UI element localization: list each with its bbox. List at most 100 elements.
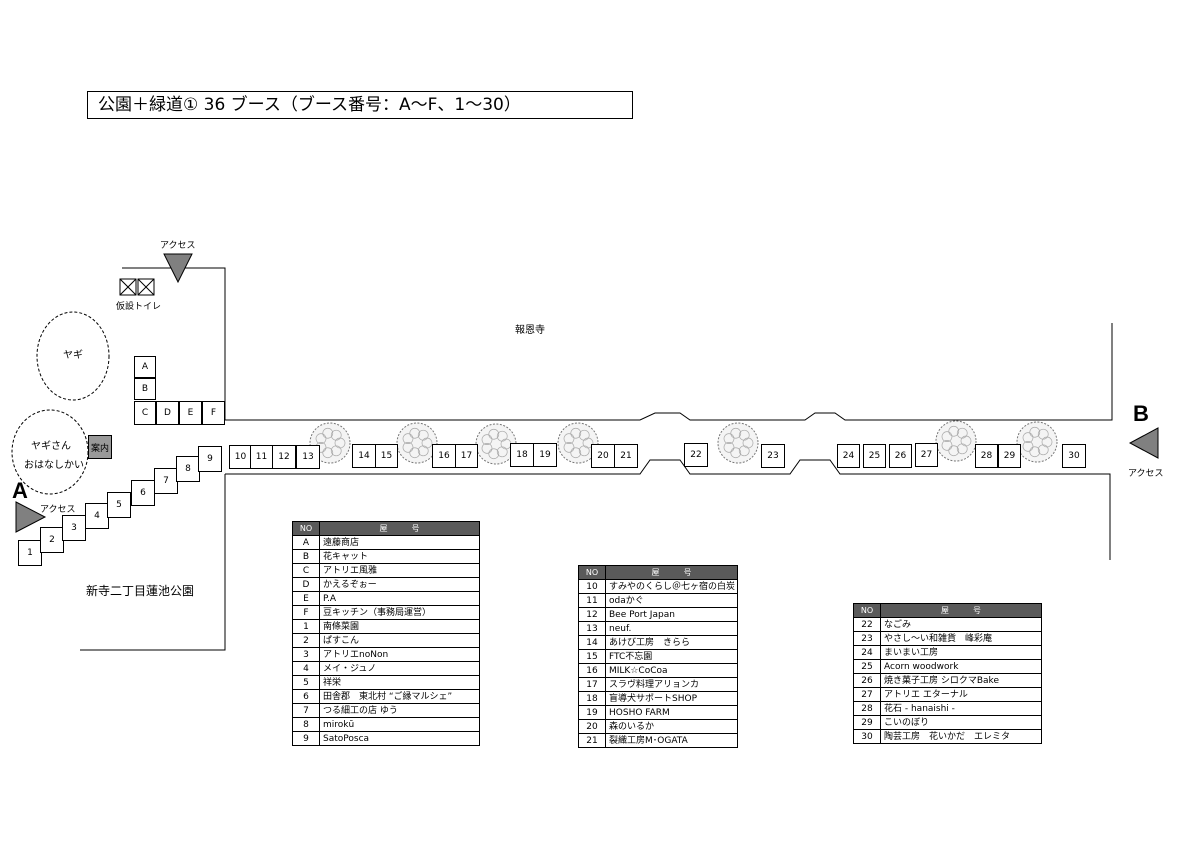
tree-icon [396,422,438,464]
access-arrow-icon-a [15,501,47,533]
booth: 11 [250,445,273,469]
goat-talk-label-2: おはなしかい [24,460,84,471]
shop-name: こいのぼり [880,715,1042,730]
toilet-icon [119,278,155,296]
booth: 25 [863,444,886,468]
booth-no: 26 [853,673,881,688]
booth: 20 [591,444,615,468]
col-no: NO [292,521,320,536]
shop-name: Acorn woodwork [880,659,1042,674]
booth-no: E [292,591,320,606]
path-top-edge [225,323,1113,421]
shop-name: 裂織工房M･OGATA [605,733,738,748]
booth-no: A [292,535,320,550]
goat-label: ヤギ [63,350,83,361]
shop-name: Bee Port Japan [605,607,738,622]
booth-no: 17 [578,677,606,692]
booth: 6 [131,480,155,506]
shop-name: MILK☆CoCoa [605,663,738,678]
shop-name: odaかぐ [605,593,738,608]
access-label-top: アクセス [160,241,196,251]
shop-name: すみやのくらし＠七ヶ宿の白炭 [605,579,738,594]
shop-name: mirokū [319,717,480,732]
booth-no: 9 [292,731,320,746]
booth: 1 [18,540,42,566]
goat-enclosure [36,311,110,401]
booth-no: 15 [578,649,606,664]
shop-name: アトリエ エターナル [880,687,1042,702]
shop-name: 花キャット [319,549,480,564]
shop-name: あけび工房 きらら [605,635,738,650]
shop-name: ぱすこん [319,633,480,648]
booth: 5 [107,492,131,518]
booth-no: 11 [578,593,606,608]
shop-name: SatoPosca [319,731,480,746]
booth-no: 20 [578,719,606,734]
shop-name: 焼き菓子工房 シロクマBake [880,673,1042,688]
booth-no: 29 [853,715,881,730]
shop-name: やさし〜い和雑貨 峰彩庵 [880,631,1042,646]
booth: 18 [510,443,534,467]
col-name: 屋 号 [605,565,738,580]
booth-no: 12 [578,607,606,622]
booth-no: 18 [578,691,606,706]
booth: D [156,401,179,425]
shop-name: 田舎郡 東北村 “ご縁マルシェ” [319,689,480,704]
booth: 16 [432,444,456,468]
shop-name: 祥栄 [319,675,480,690]
booth: 22 [684,443,708,467]
booth: 9 [198,446,222,472]
booth-no: 23 [853,631,881,646]
tree-icon [935,420,977,462]
booth-no: 1 [292,619,320,634]
access-label-a: アクセス [40,505,76,515]
booth-no: 4 [292,661,320,676]
col-no: NO [853,603,881,618]
booth-no: 28 [853,701,881,716]
booth-no: 19 [578,705,606,720]
shop-name: 豆キッチン（事務局運営） [319,605,480,620]
booth-no: 13 [578,621,606,636]
park-boundary [122,267,226,420]
booth: F [202,401,225,425]
shop-name: 陶芸工房 花いかだ エレミタ [880,729,1042,744]
booth-no: 14 [578,635,606,650]
booth-no: B [292,549,320,564]
park-label: 新寺二丁目蓮池公園 [86,584,195,598]
booth-no: D [292,577,320,592]
shop-name: HOSHO FARM [605,705,738,720]
shop-name: スラヴ料理アリョンカ [605,677,738,692]
booth-no: 16 [578,663,606,678]
goat-talk-label-1: ヤギさん [31,441,71,452]
shop-name: メイ・ジュノ [319,661,480,676]
booth: 2 [40,527,64,553]
shop-name: なごみ [880,617,1042,632]
page-title: 公園＋緑道① 36 ブース（ブース番号：A〜F、1〜30） [87,91,633,119]
booth-no: 3 [292,647,320,662]
